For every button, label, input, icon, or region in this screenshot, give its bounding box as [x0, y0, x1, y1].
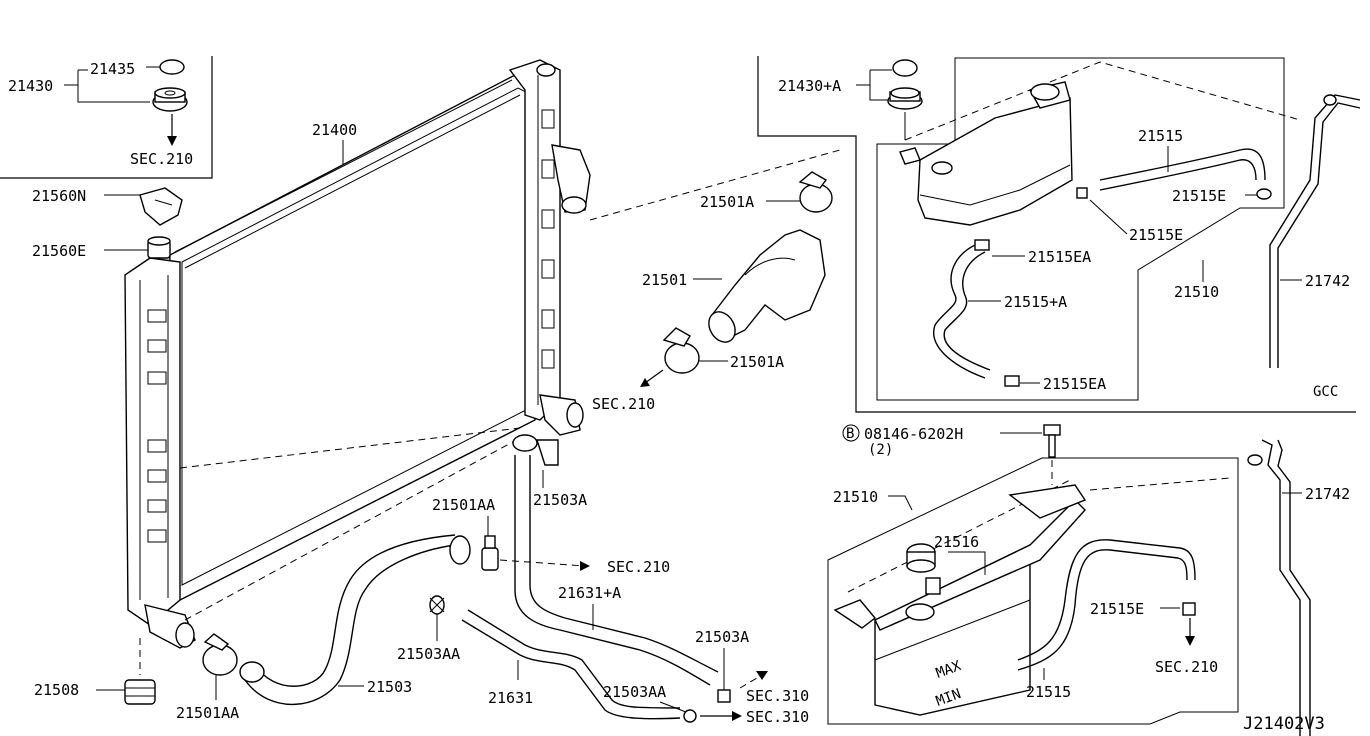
sec-210-cap-link[interactable]: SEC.210 [130, 150, 193, 168]
upper-hose-21501[interactable] [704, 229, 826, 347]
clamp-21515EA-bot[interactable] [1004, 375, 1020, 387]
part-label-21430-A[interactable]: 21430+A [778, 77, 841, 95]
part-label-21515E-bot[interactable]: 21515E [1090, 600, 1144, 618]
bolt-08146-6202H[interactable] [1043, 424, 1061, 458]
diagram-id: J21402V3 [1243, 714, 1325, 734]
part-label-21560E[interactable]: 21560E [32, 242, 86, 260]
sec-210-bottom-link[interactable]: SEC.210 [1155, 658, 1218, 676]
hose-clamp-21501A-top[interactable] [798, 171, 833, 213]
part-label-21501AA-bot[interactable]: 21501AA [176, 704, 239, 722]
reservoir-box-bottom [827, 457, 1239, 725]
part-label-21515E-mid[interactable]: 21515E [1129, 226, 1183, 244]
cap-inset: 21435 21430 SEC.210 [0, 56, 213, 179]
part-label-21515E-top[interactable]: 21515E [1172, 187, 1226, 205]
part-label-21631[interactable]: 21631 [488, 689, 533, 707]
part-label-21503AA-mid[interactable]: 21503AA [397, 645, 460, 663]
hose-clamp-21503AA-bot[interactable] [683, 709, 697, 723]
part-label-21515-gcc[interactable]: 21515 [1138, 127, 1183, 145]
clamp-21515E-bot[interactable] [1182, 602, 1196, 616]
bolt-quantity: (2) [868, 442, 893, 458]
hose-21515-gcc[interactable] [1099, 148, 1266, 191]
part-label-21503A-bot[interactable]: 21503A [695, 628, 749, 646]
gcc-region-label: GCC [1313, 384, 1338, 400]
drain-plug-21560E[interactable] [147, 236, 171, 259]
part-label-21516[interactable]: 21516 [934, 533, 979, 551]
bolt-b-marker [842, 424, 860, 442]
reservoir-tank-21510-bottom[interactable]: MAX MIN [833, 484, 1087, 716]
part-label-21501A-mid[interactable]: 21501A [730, 353, 784, 371]
hose-clamp-21501AA-bot[interactable] [202, 633, 238, 676]
part-label-21631-A[interactable]: 21631+A [558, 584, 621, 602]
overflow-hose-21742-bottom[interactable] [1247, 439, 1311, 736]
clamp-21515E-mid[interactable] [1076, 187, 1088, 199]
hose-clamp-21503AA-mid[interactable] [429, 595, 445, 615]
part-label-21501AA-top[interactable]: 21501AA [432, 496, 495, 514]
clamp-21515E-top[interactable] [1256, 188, 1272, 200]
radiator-21400[interactable] [124, 59, 591, 649]
hose-21515-bottom[interactable] [1017, 539, 1196, 671]
hose-21515-A-gcc[interactable] [933, 244, 991, 379]
part-label-21503[interactable]: 21503 [367, 678, 412, 696]
part-label-21515EA-top[interactable]: 21515EA [1028, 248, 1091, 266]
hose-clamp-21501AA-top[interactable] [481, 535, 499, 571]
bolt-marker-letter: B [846, 426, 854, 442]
bolt-label-08146-6202H[interactable]: 08146-6202H [864, 425, 963, 443]
part-label-21501A-top[interactable]: 21501A [700, 193, 754, 211]
sec-210-mid-link[interactable]: SEC.210 [592, 395, 655, 413]
part-label-21515-bot[interactable]: 21515 [1026, 683, 1071, 701]
part-label-21503AA-bot[interactable]: 21503AA [603, 683, 666, 701]
reservoir-tank-21510-gcc[interactable] [899, 81, 1073, 226]
part-label-21515EA-bot[interactable]: 21515EA [1043, 375, 1106, 393]
cap-seal-21435[interactable] [159, 59, 185, 75]
sec-210-aa-link[interactable]: SEC.210 [607, 558, 670, 576]
cap-seal-21430-A[interactable] [892, 59, 918, 77]
reservoir-cap-21516[interactable] [906, 543, 936, 573]
part-label-21501[interactable]: 21501 [642, 271, 687, 289]
hose-clamp-21503A-mid[interactable] [512, 434, 559, 466]
part-label-21515-A[interactable]: 21515+A [1004, 293, 1067, 311]
drain-cock-21560N[interactable] [139, 187, 183, 226]
part-label-21508[interactable]: 21508 [34, 681, 79, 699]
part-label-21510-bot[interactable]: 21510 [833, 488, 878, 506]
part-label-21503A-mid[interactable]: 21503A [533, 491, 587, 509]
hose-21631-A[interactable] [514, 455, 719, 686]
lower-hose-21503[interactable] [239, 534, 471, 706]
part-label-21742-bot[interactable]: 21742 [1305, 485, 1350, 503]
overflow-hose-21742-top[interactable] [1269, 94, 1361, 368]
drain-bushing-21508[interactable] [124, 679, 156, 705]
gcc-reservoir-box [757, 56, 1356, 413]
hose-clamp-21501A-mid[interactable] [662, 327, 700, 374]
part-label-21430[interactable]: 21430 [8, 77, 53, 95]
part-label-21742-top[interactable]: 21742 [1305, 272, 1350, 290]
part-label-21400[interactable]: 21400 [312, 121, 357, 139]
sec-310-a-link[interactable]: SEC.310 [746, 687, 809, 705]
part-label-21560N[interactable]: 21560N [32, 187, 86, 205]
hose-clamp-21503A-bot[interactable] [717, 689, 731, 703]
part-label-21435[interactable]: 21435 [90, 60, 135, 78]
radiator-cap-21430[interactable] [152, 87, 188, 112]
sec-310-b-link[interactable]: SEC.310 [746, 708, 809, 726]
hose-21631[interactable] [461, 609, 681, 720]
reservoir-cap-21430-A[interactable] [887, 87, 923, 110]
part-label-21510-gcc[interactable]: 21510 [1174, 283, 1219, 301]
clamp-21515EA-top[interactable] [974, 239, 990, 251]
